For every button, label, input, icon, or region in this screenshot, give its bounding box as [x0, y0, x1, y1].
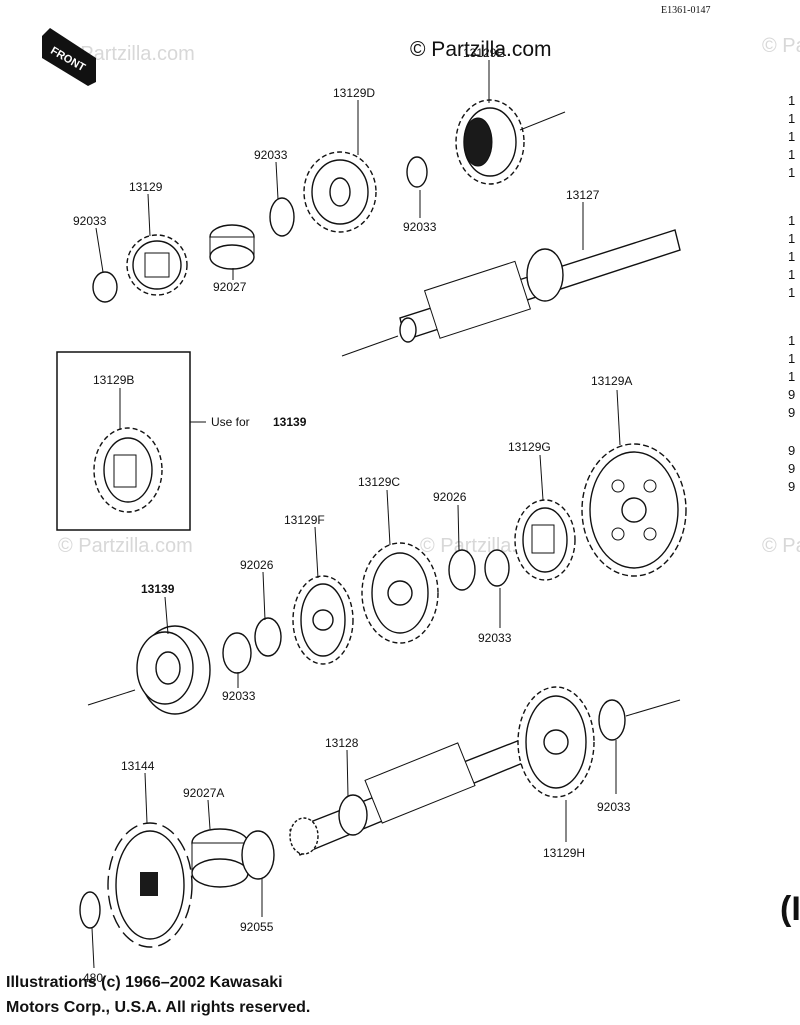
callout-92033: 92033: [73, 214, 107, 228]
edge-fragment: 1: [788, 93, 796, 108]
callout-92055: 92055: [240, 920, 274, 934]
gear-13129B: [93, 427, 163, 513]
edge-fragment: 9: [788, 461, 796, 476]
callout-480: 480: [83, 971, 103, 985]
copyright-text: © Partzilla.com: [410, 38, 552, 61]
callout-13128: 13128: [325, 736, 359, 750]
callout-13129A: 13129A: [591, 374, 632, 388]
washer-92033: [269, 197, 295, 237]
circlip-92033: [222, 632, 252, 674]
gear-13129D: [303, 151, 377, 233]
callout-13129H: 13129H: [543, 846, 585, 860]
callout-92026: 92026: [433, 490, 467, 504]
edge-fragment: 9: [788, 443, 796, 458]
washer-92055: [241, 830, 275, 880]
callout-13129F: 13129F: [284, 513, 325, 527]
watermark: © Partzilla.com: [58, 535, 193, 557]
edge-fragment: 1: [788, 147, 796, 162]
circlip-92033: [598, 699, 626, 741]
edge-fragment: 1: [788, 351, 796, 366]
gear-13129C: [361, 542, 439, 644]
edge-fragment: 1: [788, 249, 796, 264]
callout-92033: 92033: [478, 631, 512, 645]
callout-13129D: 13129D: [333, 86, 375, 100]
circlip-92033: [92, 271, 118, 303]
washer-92026: [448, 549, 476, 591]
spacer-92027A: [191, 828, 249, 888]
callout-92026: 92026: [240, 558, 274, 572]
edge-fragment: 9: [788, 387, 796, 402]
sprocket-13144: [107, 822, 193, 948]
edge-fragment: 1: [788, 111, 796, 126]
callout-13129C: 13129C: [358, 475, 400, 489]
callout-92027: 92027: [213, 280, 247, 294]
circlip-92033: [406, 156, 428, 188]
edge-fragment: 1: [788, 285, 796, 300]
edge-fragment: 1: [788, 231, 796, 246]
gear-13129A: [581, 443, 687, 577]
callout-13129G: 13129G: [508, 440, 551, 454]
inset-box: [56, 351, 191, 531]
callout-13129B: 13129B: [93, 373, 134, 387]
watermark: © Partzilla.com: [762, 35, 800, 57]
edge-fragment: 9: [788, 479, 796, 494]
callout-92027A: 92027A: [183, 786, 224, 800]
callout-92033: 92033: [254, 148, 288, 162]
callout-92033: 92033: [597, 800, 631, 814]
washer-92026: [254, 617, 282, 657]
figure-code: E1361-0147: [661, 5, 711, 16]
edge-fragment: 9: [788, 405, 796, 420]
cut-off-heading: (I: [780, 890, 800, 928]
gear-13129: [126, 234, 188, 296]
gear-13129E: [455, 99, 525, 185]
front-arrow-icon: FRONT: [42, 28, 96, 86]
copyright-footer: Illustrations (c) 1966–2002 Kawasaki Mot…: [6, 970, 310, 1020]
use-for-label: Use for: [211, 415, 250, 429]
callout-13127: 13127: [566, 188, 600, 202]
footer-line: Illustrations (c) 1966–2002 Kawasaki: [6, 974, 283, 991]
cut-off-parts-column: 1 1 1 1 1 1 1 1 1 1 1 1 1 9 9 9 9 9: [788, 92, 795, 496]
circlip-92033: [484, 549, 510, 587]
callout-92033: 92033: [403, 220, 437, 234]
shaft-13128: [289, 739, 531, 856]
edge-fragment: 1: [788, 165, 796, 180]
watermark: © Partzilla.com: [762, 535, 800, 557]
edge-fragment: 1: [788, 129, 796, 144]
callout-13129: 13129: [129, 180, 163, 194]
gear-13129H: [517, 686, 595, 798]
callout-13139: 13139: [141, 582, 175, 596]
callout-92033: 92033: [222, 689, 256, 703]
edge-fragment: 1: [788, 333, 796, 348]
shaft-13127: [399, 229, 681, 343]
use-for-part: 13139: [273, 415, 307, 429]
edge-fragment: 1: [788, 267, 796, 282]
callout-13129E: 13129E: [463, 46, 504, 60]
edge-fragment: 1: [788, 213, 796, 228]
edge-fragment: 1: [788, 369, 796, 384]
callout-13144: 13144: [121, 759, 155, 773]
circlip-480: [79, 891, 101, 929]
hub-13139: [136, 625, 211, 715]
gear-13129G: [514, 499, 576, 581]
gear-13129F: [292, 575, 354, 665]
footer-line: Motors Corp., U.S.A. All rights reserved…: [6, 999, 311, 1016]
bushing-92027: [209, 224, 255, 270]
